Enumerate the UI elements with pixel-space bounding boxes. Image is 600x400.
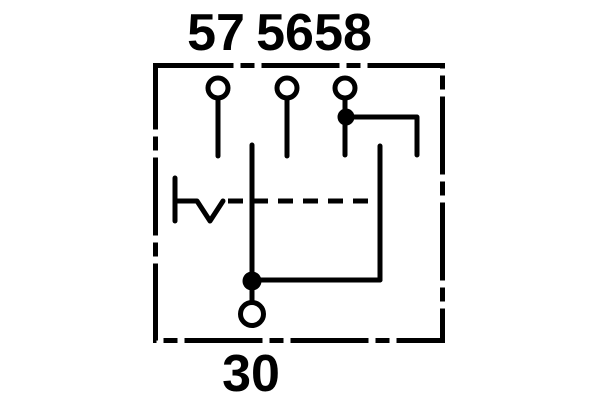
junction-dots-group <box>242 108 355 291</box>
branch-58 <box>343 114 420 158</box>
wires-group <box>172 97 420 306</box>
terminal-circles-group <box>205 75 358 328</box>
terminal-58-circle <box>332 75 358 101</box>
junction-58 <box>337 108 355 126</box>
label-terminal-58: 58 <box>314 4 372 62</box>
label-terminal-56: 56 <box>256 4 314 62</box>
junction-30 <box>242 271 262 291</box>
label-terminal-30: 30 <box>222 345 280 400</box>
terminal-56-circle <box>274 75 300 101</box>
terminal-57-circle <box>205 75 231 101</box>
label-terminal-57: 57 <box>187 4 245 62</box>
terminal-30-circle <box>238 300 266 328</box>
enclosure-border <box>153 63 445 343</box>
actuator-lever <box>172 198 226 224</box>
